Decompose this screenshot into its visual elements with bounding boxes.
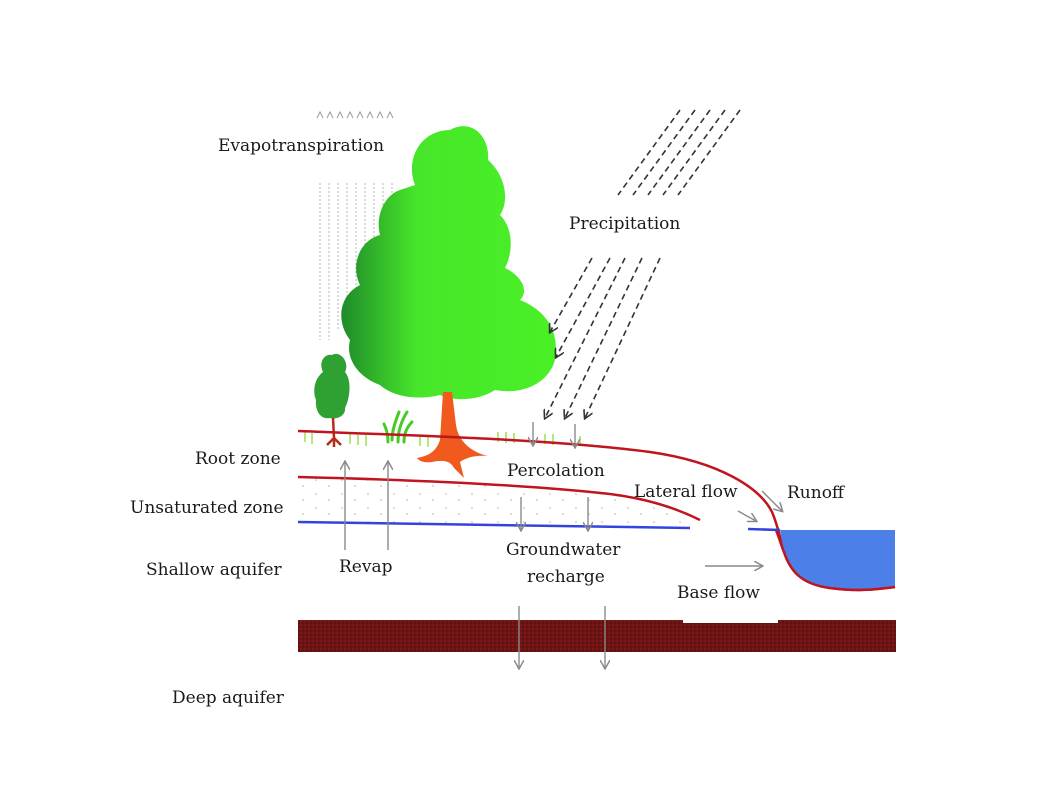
confining-layer [298,620,896,652]
label-unsaturated-zone: Unsaturated zone [130,498,284,518]
label-groundwater: Groundwater [506,540,621,560]
evapotranspiration-arrows [316,110,394,119]
label-percolation: Percolation [507,461,605,481]
small-tree-foliage [314,353,350,419]
confining-layer-gap [683,618,778,623]
root-zone-bottom-line [297,475,701,522]
small-tree-trunk [326,417,342,447]
process-arrows [345,422,782,668]
label-revap: Revap [339,557,393,577]
label-base-flow: Base flow [677,583,760,603]
grass-clump [382,410,414,444]
river-water [780,530,895,590]
water-table-line [297,520,691,530]
precipitation-upper [617,109,741,196]
large-tree-foliage [341,126,556,400]
label-deep-aquifer: Deep aquifer [172,688,284,708]
label-precipitation: Precipitation [569,214,681,234]
river-bank [774,529,896,592]
label-lateral-flow: Lateral flow [634,482,738,502]
label-root-zone: Root zone [195,449,281,469]
label-shallow-aquifer: Shallow aquifer [146,560,282,580]
label-runoff: Runoff [787,483,845,503]
large-tree-trunk [417,392,488,478]
label-recharge: recharge [527,567,605,587]
unsaturated-zone-fill [298,477,700,528]
precipitation-lower [545,257,661,418]
water-table-river [747,527,781,532]
runoff-arrow [761,490,782,511]
lateral-flow-arrow [737,510,756,521]
label-evapotranspiration: Evapotranspiration [218,136,385,156]
